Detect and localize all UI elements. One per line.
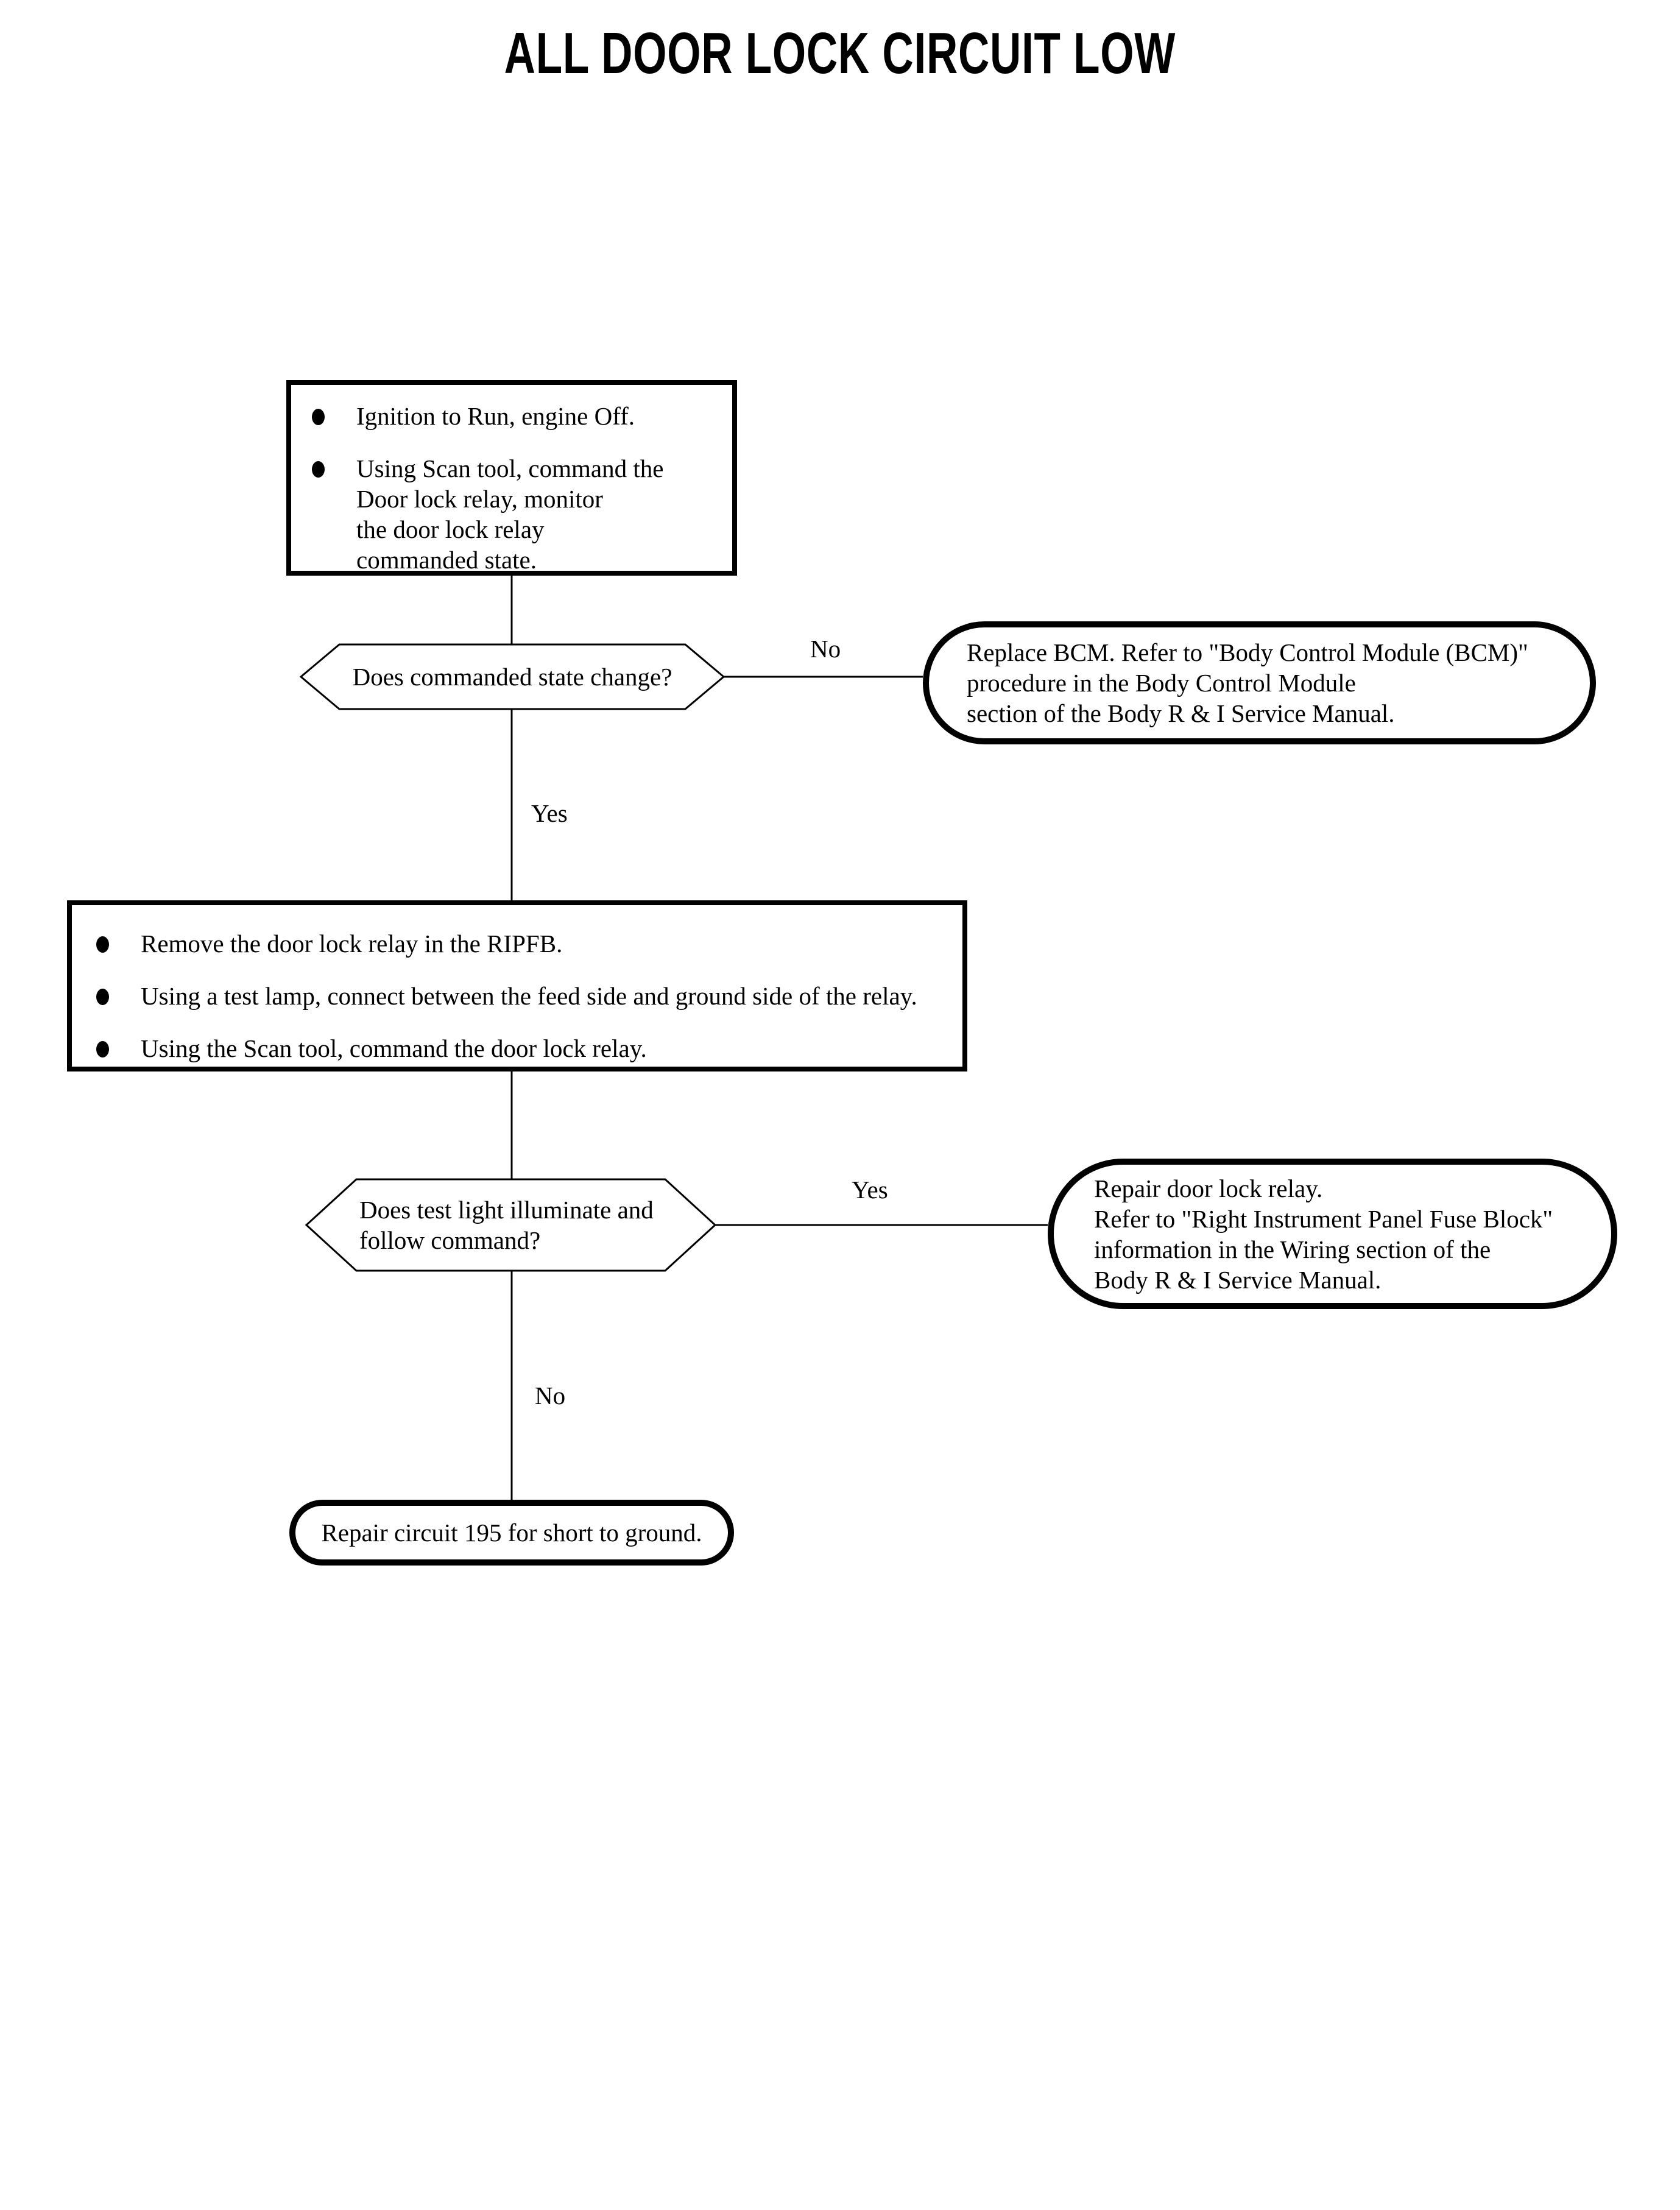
bullet-icon (312, 409, 325, 425)
decision1-hexagon (299, 643, 725, 710)
decision2-yes-label: Yes (852, 1176, 888, 1204)
step1-bullet-2: Using Scan tool, command the Door lock r… (312, 453, 718, 575)
decision1-no-label: No (810, 635, 841, 663)
step2-bullet-3-text: Using the Scan tool, command the door lo… (141, 1034, 647, 1062)
terminal-repair-circuit-text: Repair circuit 195 for short to ground. (321, 1519, 702, 1547)
decision2-no-label: No (535, 1382, 566, 1410)
bullet-icon (96, 1041, 109, 1057)
decision1-yes-label: Yes (531, 799, 568, 827)
step1-box: Ignition to Run, engine Off. Using Scan … (286, 380, 737, 576)
step2-bullet-1: Remove the door lock relay in the RIPFB. (96, 928, 950, 959)
bullet-icon (96, 936, 109, 953)
step2-bullet-2-text: Using a test lamp, connect between the f… (141, 982, 917, 1010)
step2-bullet-list: Remove the door lock relay in the RIPFB.… (96, 928, 950, 1064)
step1-bullet-list: Ignition to Run, engine Off. Using Scan … (312, 401, 718, 575)
terminal-repair-circuit: Repair circuit 195 for short to ground. (289, 1500, 734, 1566)
step2-bullet-2: Using a test lamp, connect between the f… (96, 981, 950, 1011)
step2-box: Remove the door lock relay in the RIPFB.… (67, 900, 967, 1071)
step2-bullet-1-text: Remove the door lock relay in the RIPFB. (141, 930, 563, 958)
terminal-replace-bcm-text: Replace BCM. Refer to "Body Control Modu… (967, 638, 1528, 727)
terminal-repair-relay: Repair door lock relay. Refer to "Right … (1048, 1159, 1617, 1309)
page-title-text: ALL DOOR LOCK CIRCUIT LOW (504, 21, 1176, 86)
terminal-replace-bcm: Replace BCM. Refer to "Body Control Modu… (923, 621, 1596, 744)
decision2-question: Does test light illuminate and follow co… (359, 1196, 654, 1254)
step2-bullet-3: Using the Scan tool, command the door lo… (96, 1033, 950, 1064)
bullet-icon (312, 461, 325, 478)
decision1-question: Does commanded state change? (352, 663, 672, 691)
page-title: ALL DOOR LOCK CIRCUIT LOW (0, 24, 1680, 83)
terminal-repair-relay-text: Repair door lock relay. Refer to "Right … (1094, 1174, 1553, 1294)
step1-bullet-1-text: Ignition to Run, engine Off. (356, 402, 635, 430)
decision2-hexagon (305, 1178, 717, 1272)
step1-bullet-1: Ignition to Run, engine Off. (312, 401, 718, 431)
step1-bullet-2-text: Using Scan tool, command the Door lock r… (356, 454, 664, 574)
bullet-icon (96, 989, 109, 1005)
